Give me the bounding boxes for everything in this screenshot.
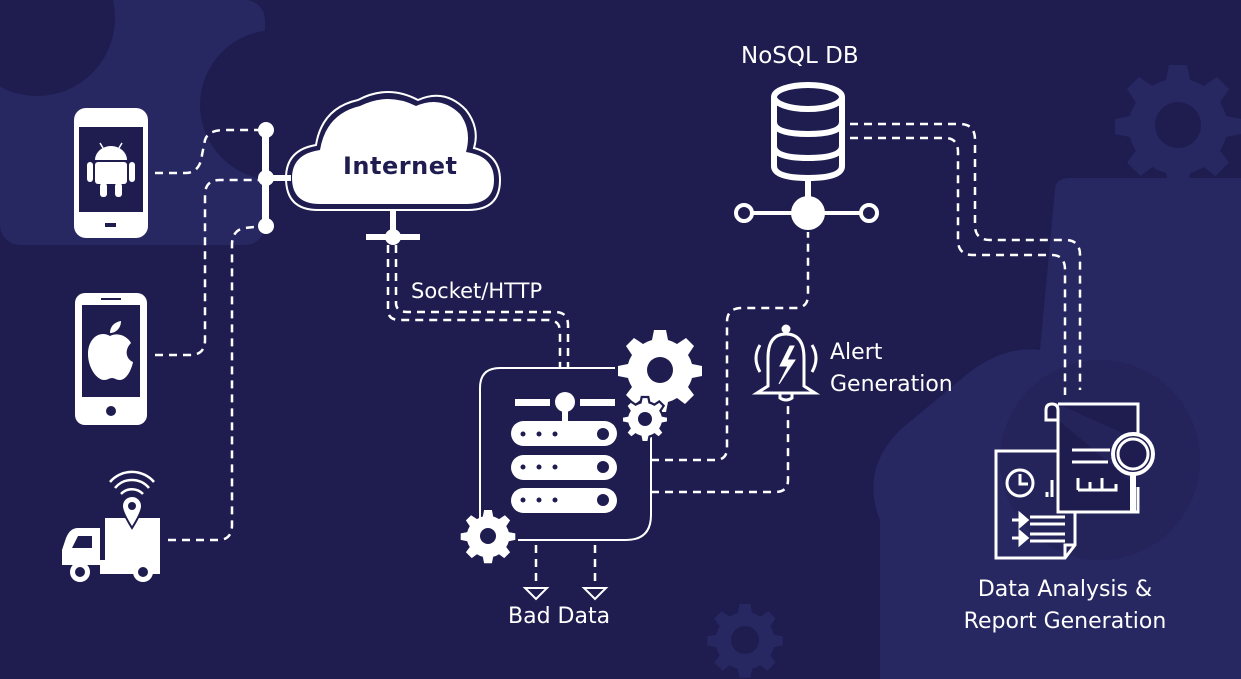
edge-truck-hub: [168, 224, 263, 542]
edge-db-report-2: [850, 136, 1067, 395]
edge-android-hub: [155, 128, 262, 175]
server-icon: [479, 367, 652, 541]
bg-hole-2: [200, 30, 350, 180]
edge-server-db: [651, 232, 810, 462]
bad-data-label: Bad Data: [508, 604, 611, 629]
report-documents-icon: [994, 402, 1155, 560]
report-generation-label: Data Analysis & Report Generation: [935, 574, 1195, 638]
alert-label-line2: Generation: [830, 372, 953, 397]
truck-location-icon: [62, 470, 160, 582]
alarm-bell-icon: [751, 324, 821, 402]
edge-ios-hub: [155, 178, 262, 357]
edge-server-alert: [651, 400, 790, 494]
device-hub-icon: [258, 122, 291, 234]
android-phone-icon: [74, 108, 148, 238]
nosql-db-label: NoSQL DB: [741, 43, 859, 69]
cloud-icon: [284, 91, 502, 245]
db-connector-icon: [734, 178, 879, 230]
connectors: [155, 122, 1082, 588]
edge-cloud-server-1: [386, 245, 562, 368]
alert-generation-label: Alert Generation: [830, 337, 953, 401]
alert-label-line1: Alert: [830, 340, 883, 365]
gear-large-icon: [618, 330, 702, 412]
edge-cloud-server-2: [394, 245, 570, 368]
android-logo-icon: [87, 142, 135, 197]
down-arrow-icon: [522, 587, 609, 601]
apple-phone-icon: [75, 293, 147, 425]
internet-label: Internet: [343, 152, 458, 180]
report-label-line2: Report Generation: [963, 609, 1167, 634]
gear-bottom-left-icon: [460, 510, 516, 564]
apple-logo-icon: [88, 321, 133, 380]
gear-small-icon: [620, 395, 670, 444]
report-label-line1: Data Analysis &: [977, 577, 1153, 602]
socket-http-label: Socket/HTTP: [411, 279, 543, 303]
database-icon: [771, 82, 845, 182]
bg-hole: [0, 0, 115, 96]
